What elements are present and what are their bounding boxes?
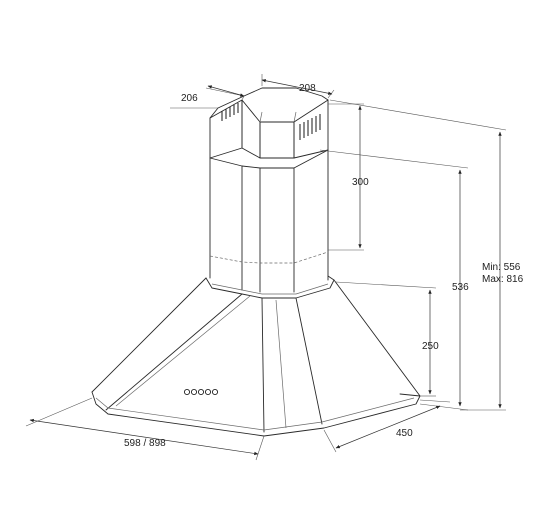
dim-adjustable-height: Min: 556 Max: 816 <box>329 99 524 411</box>
canopy-bottom-rim-inner <box>95 397 415 431</box>
dim-label-canopy-width: 598 / 898 <box>124 438 166 449</box>
dim-chimney-width: 208 <box>261 74 335 99</box>
canopy-left-side <box>91 277 207 393</box>
vent-grille-icon-left <box>221 103 239 121</box>
dim-label-canopy-height: 250 <box>422 341 439 352</box>
chimney-upper-left-face <box>209 99 243 159</box>
dim-label-chimney-width: 208 <box>299 83 316 94</box>
vent-grille-icon-right <box>299 114 321 140</box>
canopy-front-right-edge <box>295 297 323 425</box>
dim-label-adjustable-min: Min: 556 <box>482 262 521 273</box>
chimney-rim-edge-1 <box>241 95 245 101</box>
dim-total-height: 536 <box>319 149 469 411</box>
control-button-icon <box>197 388 205 396</box>
dim-chimney-overlap: 300 <box>328 103 369 251</box>
canopy-top-rim-inner <box>211 283 329 295</box>
dim-canopy-height: 250 <box>335 281 439 397</box>
chimney-upper-right-face <box>293 99 329 159</box>
dim-label-total-height: 536 <box>452 282 469 293</box>
canopy-face-shade <box>115 295 287 429</box>
control-button-icon <box>204 388 212 396</box>
canopy-bottom-rim <box>91 391 421 437</box>
dim-canopy-width: 598 / 898 <box>25 397 265 461</box>
chimney-upper-right-front-face <box>259 121 295 159</box>
dim-label-chimney-overlap: 300 <box>352 177 369 188</box>
chimney-upper-front-face <box>241 99 261 159</box>
dim-label-adjustable-max: Max: 816 <box>482 274 524 285</box>
canopy-left-front-edge <box>105 293 243 411</box>
canopy-right-side <box>333 279 421 397</box>
dim-label-chimney-depth: 206 <box>181 93 198 104</box>
canopy-front-left-edge <box>261 297 265 433</box>
canopy-top-rim <box>205 275 335 299</box>
chimney-joint-line <box>209 149 329 169</box>
canopy <box>91 275 421 437</box>
dim-canopy-depth: 450 <box>323 399 451 453</box>
dim-label-canopy-depth: 450 <box>396 428 413 439</box>
chimney-lower-body <box>209 149 329 293</box>
chimney <box>209 87 329 293</box>
chimney-rim-edge-3 <box>293 111 297 123</box>
control-button-icon <box>183 388 191 396</box>
control-button-icon-row <box>183 388 219 396</box>
control-button-icon <box>190 388 198 396</box>
control-button-icon <box>211 388 219 396</box>
chimney-overlap-dashes <box>209 251 329 264</box>
dim-chimney-depth: 206 <box>170 85 245 109</box>
chimney-rim-edge-2 <box>259 111 263 123</box>
